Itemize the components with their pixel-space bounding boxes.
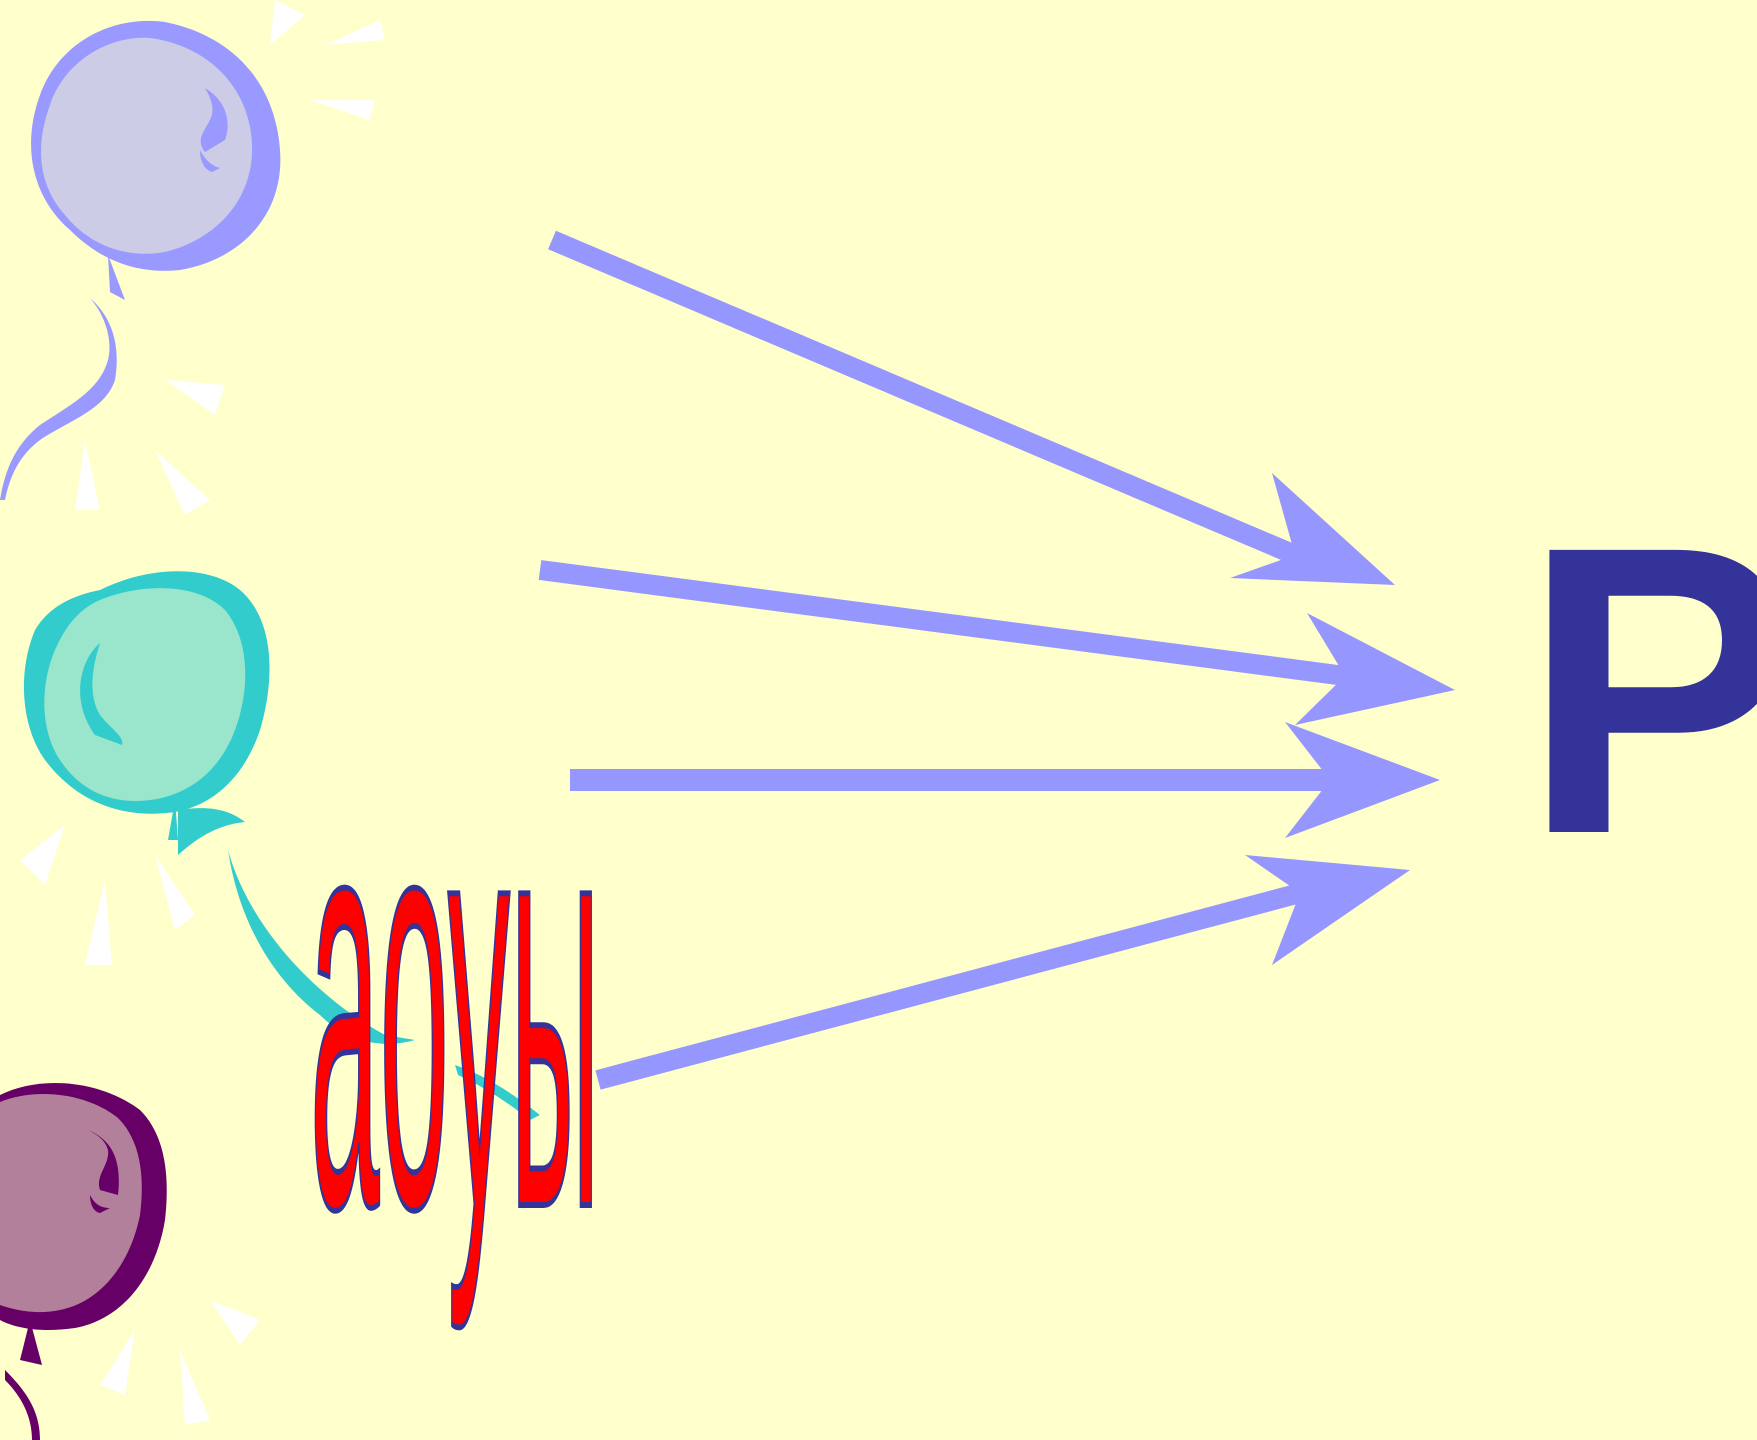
sparkle	[270, 0, 305, 45]
sparkle	[165, 380, 225, 415]
sparkle	[155, 855, 195, 930]
sparkle	[75, 440, 100, 510]
sparkle	[20, 825, 65, 885]
arrows	[540, 240, 1455, 1080]
sparkle	[100, 1330, 135, 1395]
balloon-icon	[0, 1083, 260, 1440]
arrow-right-icon	[598, 855, 1410, 1080]
arrow-right-icon	[570, 722, 1440, 838]
sparkle	[310, 100, 375, 120]
arrow-right-icon	[540, 570, 1455, 725]
target-letter: Р	[1522, 510, 1757, 870]
vertical-word: аоуы	[310, 672, 600, 1334]
sparkle	[325, 20, 385, 45]
sparkle	[210, 1300, 260, 1345]
sparkle	[85, 880, 112, 965]
arrow-right-icon	[552, 240, 1395, 585]
sparkle	[155, 450, 210, 515]
sparkle	[180, 1350, 210, 1425]
balloon-icon	[0, 0, 385, 515]
